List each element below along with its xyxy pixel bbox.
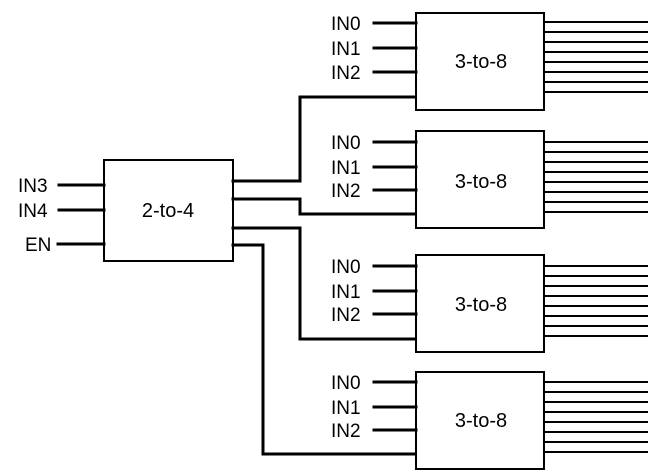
decoder-2to4-label: 2-to-4 [142, 200, 194, 222]
decoder-3to8-1-input-in0-label: IN0 [331, 14, 361, 35]
decoder-3to8-3-box [415, 254, 545, 353]
decoder-2to4: 2-to-4 IN3 IN4 EN [18, 159, 234, 262]
decoder-3to8-3-input-in1-label: IN1 [331, 282, 361, 303]
decoder-3to8-4: 3-to-8 IN0 IN1 IN2 [331, 371, 648, 470]
decoder-3to8-2: 3-to-8 IN0 IN1 IN2 [331, 130, 648, 229]
decoder-3to8-4-input-in1-label: IN1 [331, 398, 361, 419]
decoder-3to8-3: 3-to-8 IN0 IN1 IN2 [331, 254, 648, 353]
decoder-3to8-1-label: 3-to-8 [455, 51, 507, 73]
decoder-3to8-2-outputs [544, 141, 648, 213]
decoder-3to8-1: 3-to-8 IN0 IN1 IN2 [331, 12, 648, 111]
decoder-3to8-1-input-in1-label: IN1 [331, 39, 361, 60]
decoder-3to8-2-input-in2-label: IN2 [331, 181, 361, 202]
decoder-3to8-3-input-in2-label: IN2 [331, 305, 361, 326]
enable-wire-0 [231, 95, 418, 183]
enable-wire-2 [231, 226, 418, 341]
decoder-3to8-4-outputs [544, 381, 648, 453]
decoder-3to8-4-input-in0-label: IN0 [331, 373, 361, 394]
decoder-2to4-input-en-label: EN [25, 235, 51, 256]
decoder-3to8-3-label: 3-to-8 [455, 294, 507, 316]
decoder-2to4-input-in3-label: IN3 [18, 176, 48, 197]
decoder-3to8-4-label: 3-to-8 [455, 410, 507, 432]
decoder-3to8-2-input-in0-label: IN0 [331, 133, 361, 154]
decoder-3to8-2-input-in1-label: IN1 [331, 158, 361, 179]
decoder-3to8-1-box [415, 12, 545, 111]
decoder-3to8-2-label: 3-to-8 [455, 171, 507, 193]
decoder-3to8-1-outputs [544, 21, 648, 93]
enable-wire-3 [231, 243, 418, 456]
decoder-3to8-4-input-in2-label: IN2 [331, 421, 361, 442]
enable-wires [231, 95, 418, 456]
decoder-2to4-input-in4-label: IN4 [18, 201, 48, 222]
decoder-3to8-3-outputs [544, 265, 648, 337]
decoder-3to8-1-input-in2-label: IN2 [331, 63, 361, 84]
decoder-2to4-box [103, 159, 234, 262]
enable-wire-1 [231, 197, 418, 216]
decoder-3to8-4-box [415, 371, 545, 470]
decoder-3to8-2-box [415, 130, 545, 229]
decoder-3to8-3-input-in0-label: IN0 [331, 257, 361, 278]
